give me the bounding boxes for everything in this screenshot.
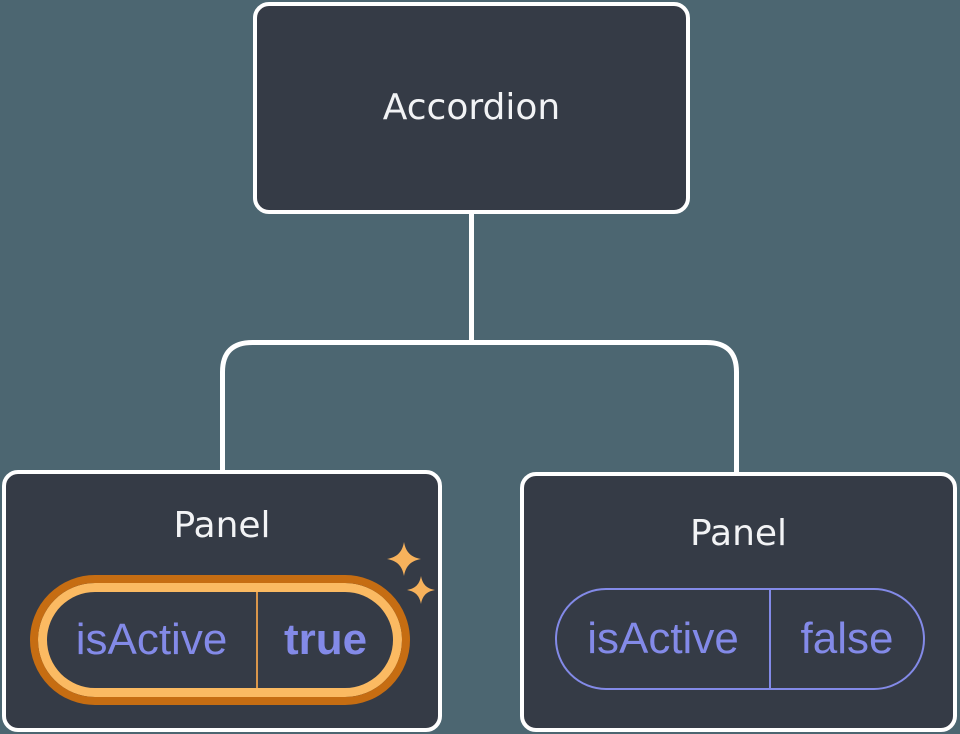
state-name-inactive: isActive [587,614,739,663]
state-value-inactive: false [800,614,894,663]
state-value-active: true [283,615,368,664]
sparkle-icon-large [387,542,421,576]
connector-branch-rail [220,340,739,475]
state-pill-inactive: isActive false [555,588,925,690]
sparkle-icon-small [407,576,435,604]
pill-divider-active [256,592,258,688]
panel-inactive-label: Panel [689,513,788,554]
panel-node-active: Panel isActive true [2,470,442,732]
panel-node-inactive: Panel isActive false [520,472,957,732]
pill-divider-inactive [769,590,771,688]
panel-active-label: Panel [173,505,271,546]
state-name-active: isActive [75,615,228,664]
state-pill-active: isActive true [30,575,410,705]
accordion-label: Accordion [382,87,561,128]
accordion-node: Accordion [253,2,690,214]
